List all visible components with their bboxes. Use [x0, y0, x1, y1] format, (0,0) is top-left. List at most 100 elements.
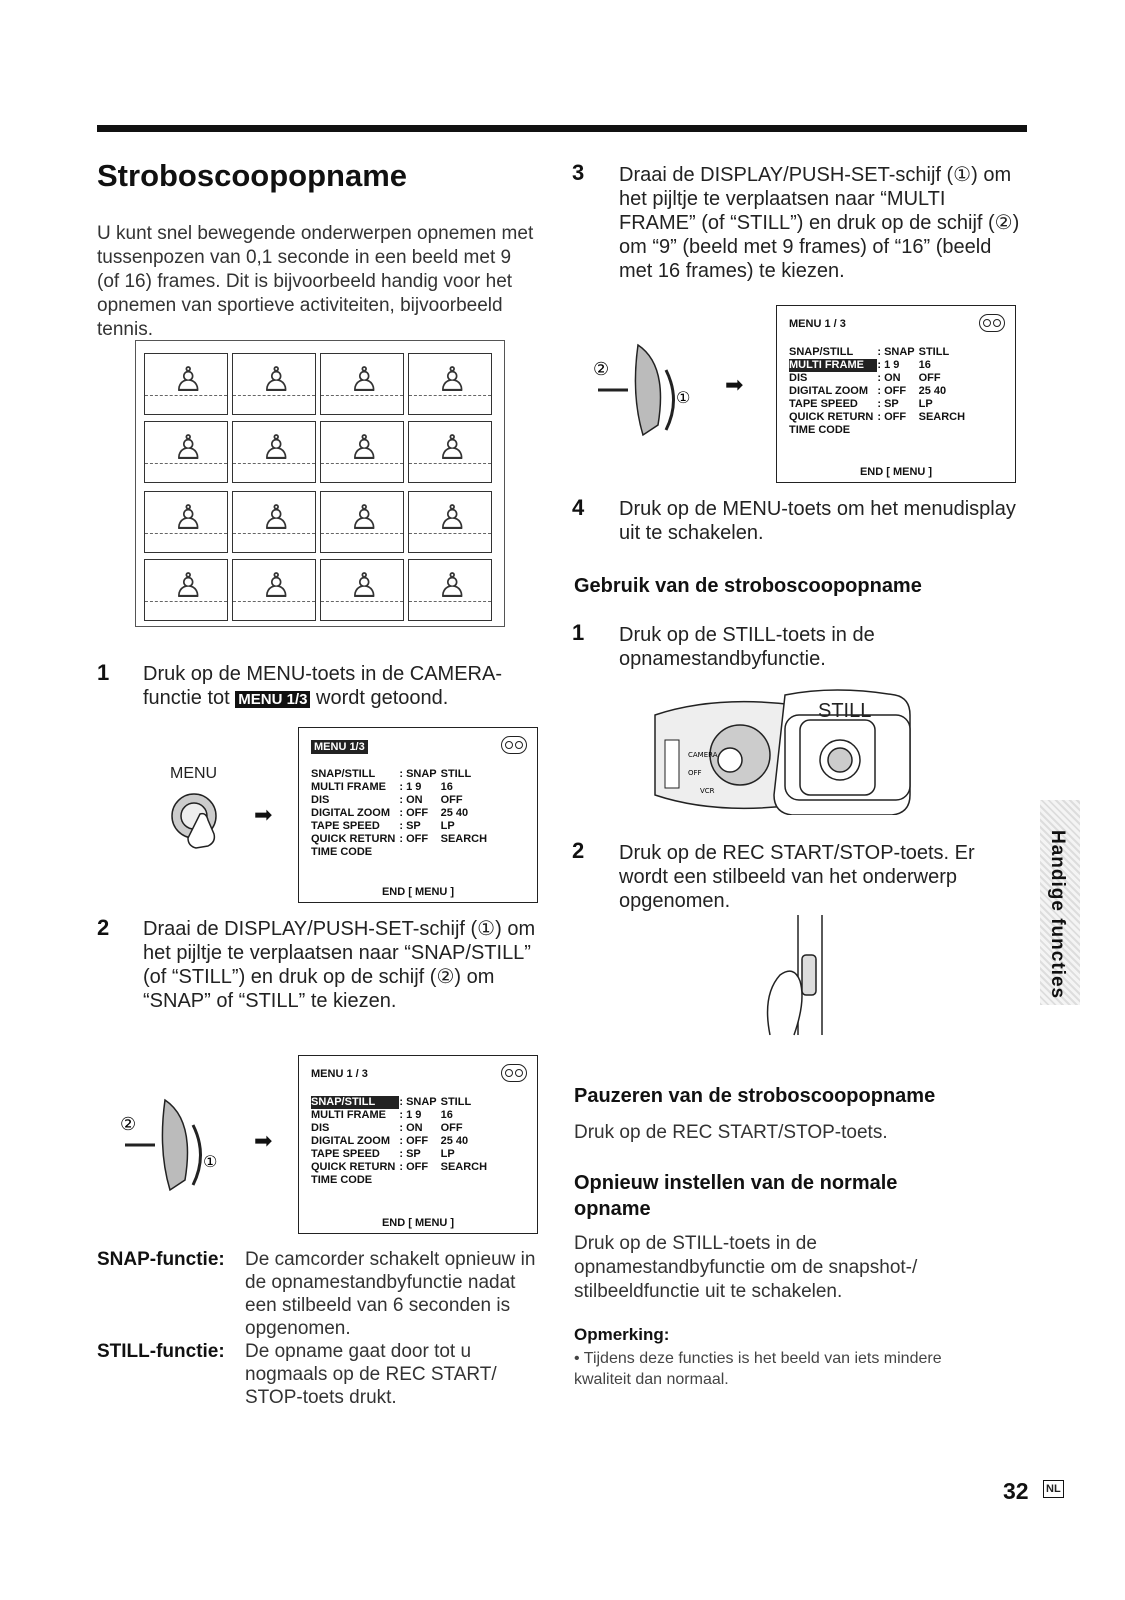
step-number: 3 — [572, 160, 585, 185]
page-number: 32 — [1003, 1478, 1029, 1504]
step-number: 1 — [97, 660, 110, 685]
menu-title: MENU 1 / 3 — [789, 318, 846, 330]
frame-cell: ♙ — [408, 559, 492, 621]
menu-button-label: MENU — [170, 765, 218, 782]
frame-cell: ♙ — [144, 491, 228, 553]
vcr-label: VCR — [700, 787, 715, 795]
glossary-snap: SNAP-functie: De camcorder schakelt opni… — [97, 1248, 547, 1409]
glossary-term: STILL-functie: — [97, 1341, 225, 1362]
menu-button-press-icon — [171, 793, 217, 849]
side-tab: Handige functies — [1040, 800, 1080, 1005]
svg-text:①: ① — [203, 1152, 217, 1171]
still-label: STILL — [818, 700, 872, 722]
svg-text:②: ② — [120, 1114, 136, 1135]
menu-badge: MENU 1/3 — [235, 691, 311, 708]
menu-title: MENU 1 / 3 — [311, 1068, 368, 1080]
tape-icon — [501, 1064, 527, 1082]
note-text: • Tijdens deze functies is het beeld van… — [574, 1350, 942, 1388]
step-number: 2 — [97, 915, 110, 940]
frame-cell: ♙ — [320, 559, 404, 621]
frame-cell: ♙ — [232, 491, 316, 553]
menu-row: TIME CODE — [311, 846, 373, 858]
reset-text: Druk op de STILL-toets in de opnamestand… — [574, 1233, 918, 1302]
glossary-definition: De opname gaat door tot u nogmaals op de… — [245, 1341, 497, 1408]
language-badge: NL — [1043, 1480, 1064, 1498]
off-label: OFF — [688, 769, 702, 777]
frame-cell: ♙ — [232, 353, 316, 415]
rec-button-press-icon — [766, 915, 823, 1036]
right-arrow-icon: ➡ — [254, 1128, 273, 1153]
menu-row: TIME CODE — [311, 1174, 373, 1186]
right-arrow-icon: ➡ — [254, 802, 273, 827]
step-2-text: Draai de DISPLAY/PUSH-SET-schijf (①) om … — [143, 918, 536, 1012]
top-rule — [97, 125, 1027, 132]
frame-cell: ♙ — [232, 559, 316, 621]
menu-end: END [ MENU ] — [859, 466, 933, 478]
frame-cell: ♙ — [320, 353, 404, 415]
still-button-illustration: CAMERA OFF VCR — [654, 689, 911, 815]
step-number: 4 — [572, 495, 585, 520]
frame-cell: ♙ — [232, 421, 316, 483]
stroboscope-frames-illustration: ♙ ♙ ♙ ♙ ♙ ♙ ♙ ♙ ♙ ♙ ♙ ♙ ♙ ♙ ♙ ♙ — [135, 340, 505, 627]
pause-text: Druk op de REC START/STOP-toets. — [574, 1122, 888, 1143]
svg-text:②: ② — [593, 359, 609, 380]
frame-cell: ♙ — [320, 421, 404, 483]
svg-text:①: ① — [676, 388, 690, 407]
frame-cell: ♙ — [320, 491, 404, 553]
tape-icon — [501, 736, 527, 754]
side-tab-label: Handige functies — [1047, 830, 1068, 1000]
frame-cell: ♙ — [144, 353, 228, 415]
frame-cell: ♙ — [144, 421, 228, 483]
frame-cell: ♙ — [408, 421, 492, 483]
step-number: 2 — [572, 838, 585, 863]
frame-cell: ♙ — [408, 491, 492, 553]
section-heading-use: Gebruik van de stroboscoopopname — [574, 575, 922, 597]
step-3-text: Draai de DISPLAY/PUSH-SET-schijf (①) om … — [619, 164, 1020, 282]
glossary-term: SNAP-functie: — [97, 1249, 225, 1270]
glossary-definition: De camcorder schakelt opnieuw in de opna… — [245, 1249, 536, 1339]
step-number: 1 — [572, 620, 585, 645]
step-1-text: Druk op de MENU-toets in de CAMERA-funct… — [143, 663, 503, 709]
note-title: Opmerking: — [574, 1325, 670, 1344]
menu-row: TIME CODE — [789, 424, 851, 436]
section-heading-reset: Opnieuw instellen van de normale opname — [574, 1172, 898, 1220]
use-step-1-text: Druk op de STILL-toets in de opnamestand… — [619, 624, 875, 670]
camera-label: CAMERA — [688, 751, 718, 759]
section-heading-pause: Pauzeren van de stroboscoopopname — [574, 1085, 936, 1107]
right-arrow-icon: ➡ — [725, 372, 744, 397]
use-step-2-text: Druk op de REC START/STOP-toets. Er word… — [619, 842, 975, 912]
step-4-text: Druk op de MENU-toets om het menudisplay… — [619, 498, 1016, 544]
menu-end: END [ MENU ] — [381, 886, 455, 898]
menu-title: MENU 1/3 — [311, 740, 368, 754]
frame-cell: ♙ — [408, 353, 492, 415]
dial-rotate-icon: ② ① — [593, 343, 690, 437]
menu-end: END [ MENU ] — [381, 1217, 455, 1229]
tape-icon — [979, 314, 1005, 332]
intro-text: U kunt snel bewegende onderwerpen opneme… — [97, 223, 534, 340]
frame-cell: ♙ — [144, 559, 228, 621]
page-title: Stroboscoopopname — [97, 158, 408, 193]
